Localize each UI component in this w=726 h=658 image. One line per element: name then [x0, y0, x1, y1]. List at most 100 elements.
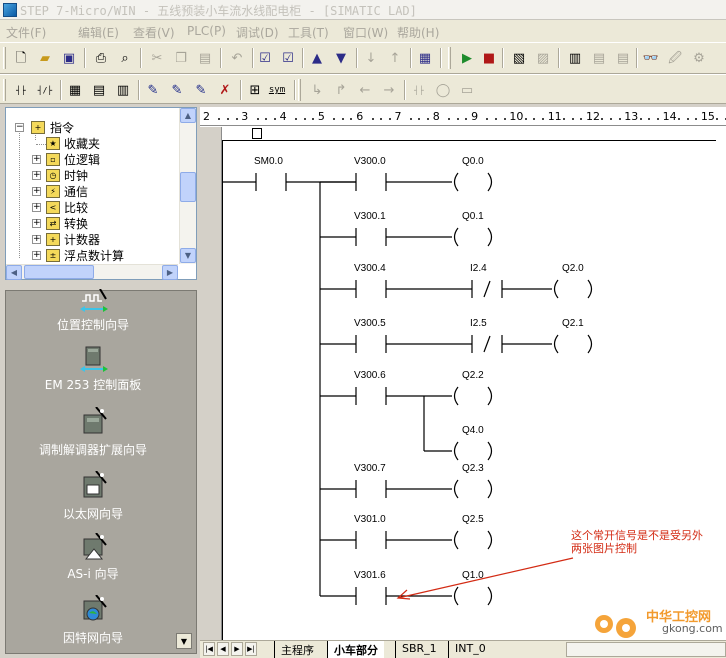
scroll-up-icon[interactable]: ▲ — [180, 108, 196, 123]
expand-icon[interactable]: + — [32, 218, 41, 228]
open-file-icon[interactable]: ▰ — [40, 50, 50, 66]
tree-item-counter[interactable]: + + 计数器 — [32, 233, 101, 247]
scroll-down-icon[interactable]: ▼ — [180, 248, 196, 263]
tree-item-instructions[interactable]: − + 指令 — [15, 121, 75, 135]
collapse-icon[interactable]: − — [15, 122, 24, 132]
view-lad-icon[interactable]: ▦ — [68, 82, 82, 98]
tab-next-icon[interactable]: ▶ — [231, 642, 243, 656]
unforce-all-icon[interactable]: ⚙ — [693, 50, 705, 66]
contact-icon[interactable]: ┤├ — [414, 85, 424, 95]
write-all-icon[interactable]: ▤ — [616, 50, 630, 66]
symbol-table-icon[interactable]: ⊞ — [249, 82, 261, 98]
force-icon[interactable]: 👓 — [642, 50, 660, 66]
menu-file[interactable]: 文件(F) — [6, 26, 47, 40]
menu-tools[interactable]: 工具(T) — [288, 26, 329, 40]
network-delete-icon[interactable]: ┤/├ — [37, 85, 53, 95]
pause-trend-icon[interactable]: ▨ — [536, 50, 550, 66]
tab-int0[interactable]: INT_0 — [448, 641, 492, 658]
cut-icon[interactable]: ✂ — [151, 50, 163, 66]
coil-icon[interactable]: ◯ — [435, 82, 451, 98]
tree-item-clock[interactable]: + ◷ 时钟 — [32, 169, 89, 183]
tree-item-convert[interactable]: + ⇄ 转换 — [32, 217, 89, 231]
expand-icon[interactable]: + — [32, 170, 41, 180]
toolbar-grip[interactable] — [448, 47, 451, 69]
insert-coil-icon[interactable]: ✎ — [171, 82, 183, 98]
editor-horizontal-scrollbar[interactable] — [566, 642, 726, 657]
tree-item-favorites[interactable]: ★ 收藏夹 — [6, 136, 178, 152]
expand-icon[interactable]: + — [32, 250, 41, 260]
tree-vertical-scrollbar[interactable]: ▲ ▼ — [179, 108, 196, 264]
sort-descending-icon[interactable]: ↑ — [389, 50, 401, 66]
ruler-tick — [350, 118, 353, 120]
new-file-icon[interactable]: 🗋 — [15, 50, 27, 66]
menu-plc[interactable]: PLC(P) — [187, 24, 226, 38]
box-icon[interactable]: ▭ — [460, 82, 474, 98]
menu-window[interactable]: 窗口(W) — [343, 26, 389, 40]
tab-cart-section[interactable]: 小车部分 — [327, 641, 384, 658]
tree-item-bit-logic[interactable]: + ▫ 位逻辑 — [32, 153, 101, 167]
copy-icon[interactable]: ❐ — [175, 50, 187, 66]
stop-icon[interactable]: ■ — [482, 50, 496, 66]
single-read-icon[interactable]: ▤ — [592, 50, 606, 66]
menu-edit[interactable]: 编辑(E) — [78, 26, 119, 40]
print-preview-icon[interactable]: ⌕ — [121, 50, 129, 66]
tab-first-icon[interactable]: |◀ — [203, 642, 215, 656]
expand-icon[interactable]: + — [32, 154, 41, 164]
line-up-icon[interactable]: ↱ — [335, 82, 347, 98]
line-down-icon[interactable]: ↳ — [311, 82, 323, 98]
nav-em253-control-panel[interactable]: EM 253 控制面板 — [6, 345, 180, 405]
symbol-addressing-button[interactable]: sym — [268, 85, 286, 95]
nav-internet-wizard[interactable]: 因特网向导 — [6, 595, 180, 655]
save-icon[interactable]: ▣ — [62, 50, 76, 66]
nav-position-control-wizard[interactable]: 位置控制向导 — [6, 289, 180, 349]
insert-contact-icon[interactable]: ✎ — [147, 82, 159, 98]
nav-ethernet-wizard[interactable]: 以太网向导 — [6, 471, 180, 531]
download-icon[interactable]: ▼ — [336, 50, 346, 66]
nav-scroll-down-icon[interactable]: ▼ — [176, 633, 192, 649]
menu-help[interactable]: 帮助(H) — [397, 26, 440, 40]
menu-debug[interactable]: 调试(D) — [236, 26, 279, 40]
view-fbd-icon[interactable]: ▥ — [116, 82, 130, 98]
expand-icon[interactable]: + — [32, 234, 41, 244]
tree-item-compare[interactable]: + < 比较 — [32, 201, 89, 215]
tab-last-icon[interactable]: ▶| — [245, 642, 257, 656]
tree-horizontal-scrollbar[interactable]: ◀ ▶ — [6, 264, 178, 280]
upload-icon[interactable]: ▲ — [312, 50, 322, 66]
view-stl-icon[interactable]: ▤ — [92, 82, 106, 98]
delete-element-icon[interactable]: ✗ — [219, 82, 231, 98]
toolbar-grip[interactable] — [3, 79, 6, 101]
program-status-icon[interactable]: ▧ — [512, 50, 526, 66]
nav-asi-wizard[interactable]: AS-i 向导 — [6, 533, 180, 593]
compile-icon[interactable]: ☑ — [259, 50, 271, 66]
options-icon[interactable]: ▦ — [418, 50, 432, 66]
tab-main-program[interactable]: 主程序 — [274, 641, 320, 658]
print-icon[interactable]: ⎙ — [95, 50, 107, 66]
scroll-left-icon[interactable]: ◀ — [6, 265, 22, 280]
line-left-icon[interactable]: ← — [359, 82, 371, 98]
scroll-right-icon[interactable]: ▶ — [162, 265, 178, 280]
expand-icon[interactable]: + — [32, 202, 41, 212]
menu-view[interactable]: 查看(V) — [133, 26, 175, 40]
insert-box-icon[interactable]: ✎ — [195, 82, 207, 98]
paste-icon[interactable]: ▤ — [198, 50, 212, 66]
run-icon[interactable]: ▶ — [462, 50, 472, 66]
tree-item-communication[interactable]: + ⚡ 通信 — [32, 185, 89, 199]
chart-status-icon[interactable]: ▥ — [568, 50, 582, 66]
sort-ascending-icon[interactable]: ↓ — [365, 50, 377, 66]
tab-prev-icon[interactable]: ◀ — [217, 642, 229, 656]
undo-icon[interactable]: ↶ — [231, 50, 243, 66]
scroll-thumb[interactable] — [24, 265, 94, 279]
toolbar-grip[interactable] — [3, 47, 6, 69]
unforce-icon[interactable]: 🖉 — [668, 50, 682, 66]
nav-modem-expansion-wizard[interactable]: 调制解调器扩展向导 — [6, 407, 180, 467]
line-right-icon[interactable]: → — [383, 82, 395, 98]
compile-all-icon[interactable]: ☑ — [282, 50, 294, 66]
expand-icon[interactable]: + — [32, 186, 41, 196]
scroll-thumb[interactable] — [180, 172, 196, 202]
tab-sbr1[interactable]: SBR_1 — [395, 641, 443, 658]
network-insert-icon[interactable]: ┤├ — [16, 85, 26, 95]
tree-item-float-math[interactable]: + ± 浮点数计算 — [32, 249, 125, 263]
toolbar-grip[interactable] — [298, 79, 301, 101]
